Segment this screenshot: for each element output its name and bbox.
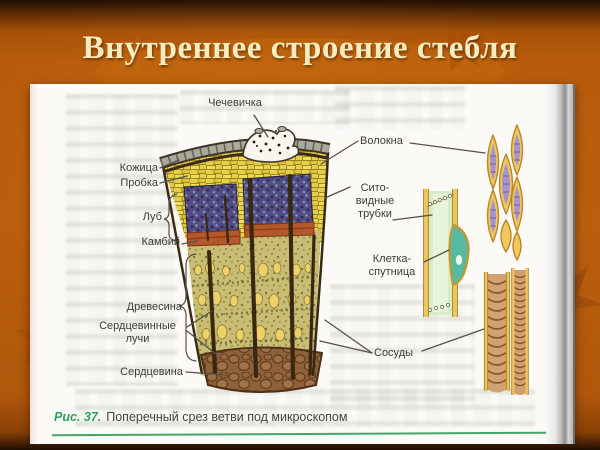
label-fibers: Волокна [360, 135, 403, 147]
label-cambium: Камбий [141, 236, 180, 248]
label-epidermis: Кожица [119, 162, 158, 174]
label-vessels: Сосуды [374, 347, 414, 359]
vessels-illustration [483, 268, 529, 395]
leader-lines [159, 114, 486, 376]
sieve-tube-illustration [423, 189, 470, 317]
slide-title: Внутреннее строение стебля [82, 30, 518, 66]
figure-caption-number: Рис. 37. [54, 410, 102, 424]
label-companion-cell: Клетка-спутница [368, 253, 416, 279]
stem-cross-section [159, 126, 331, 393]
figure-diagram [159, 114, 529, 395]
label-wood: Древесина [126, 301, 182, 313]
label-bast: Луб [142, 211, 162, 223]
companion-cell-drawing [448, 223, 470, 287]
fibers-illustration [486, 124, 524, 261]
label-pith: Сердцевина [120, 366, 183, 378]
label-sieve-tubes: Сито-видные трубки [355, 182, 395, 221]
label-medullary-rays: Сердцевинные лучи [99, 320, 176, 346]
lenticel-drawing [242, 126, 300, 163]
panel-left-edge [30, 84, 38, 444]
figure-caption: Рис. 37. Поперечный срез ветви под микрос… [54, 410, 559, 424]
book-page-edge [545, 84, 575, 444]
label-lenticel: Чечевичка [208, 97, 262, 109]
textbook-figure-panel: Чечевичка Кожица Пробка Луб Камбий Древе… [30, 84, 575, 444]
label-cork: Пробка [120, 177, 158, 189]
figure-caption-text: Поперечный срез ветви под микроскопом [106, 410, 348, 424]
